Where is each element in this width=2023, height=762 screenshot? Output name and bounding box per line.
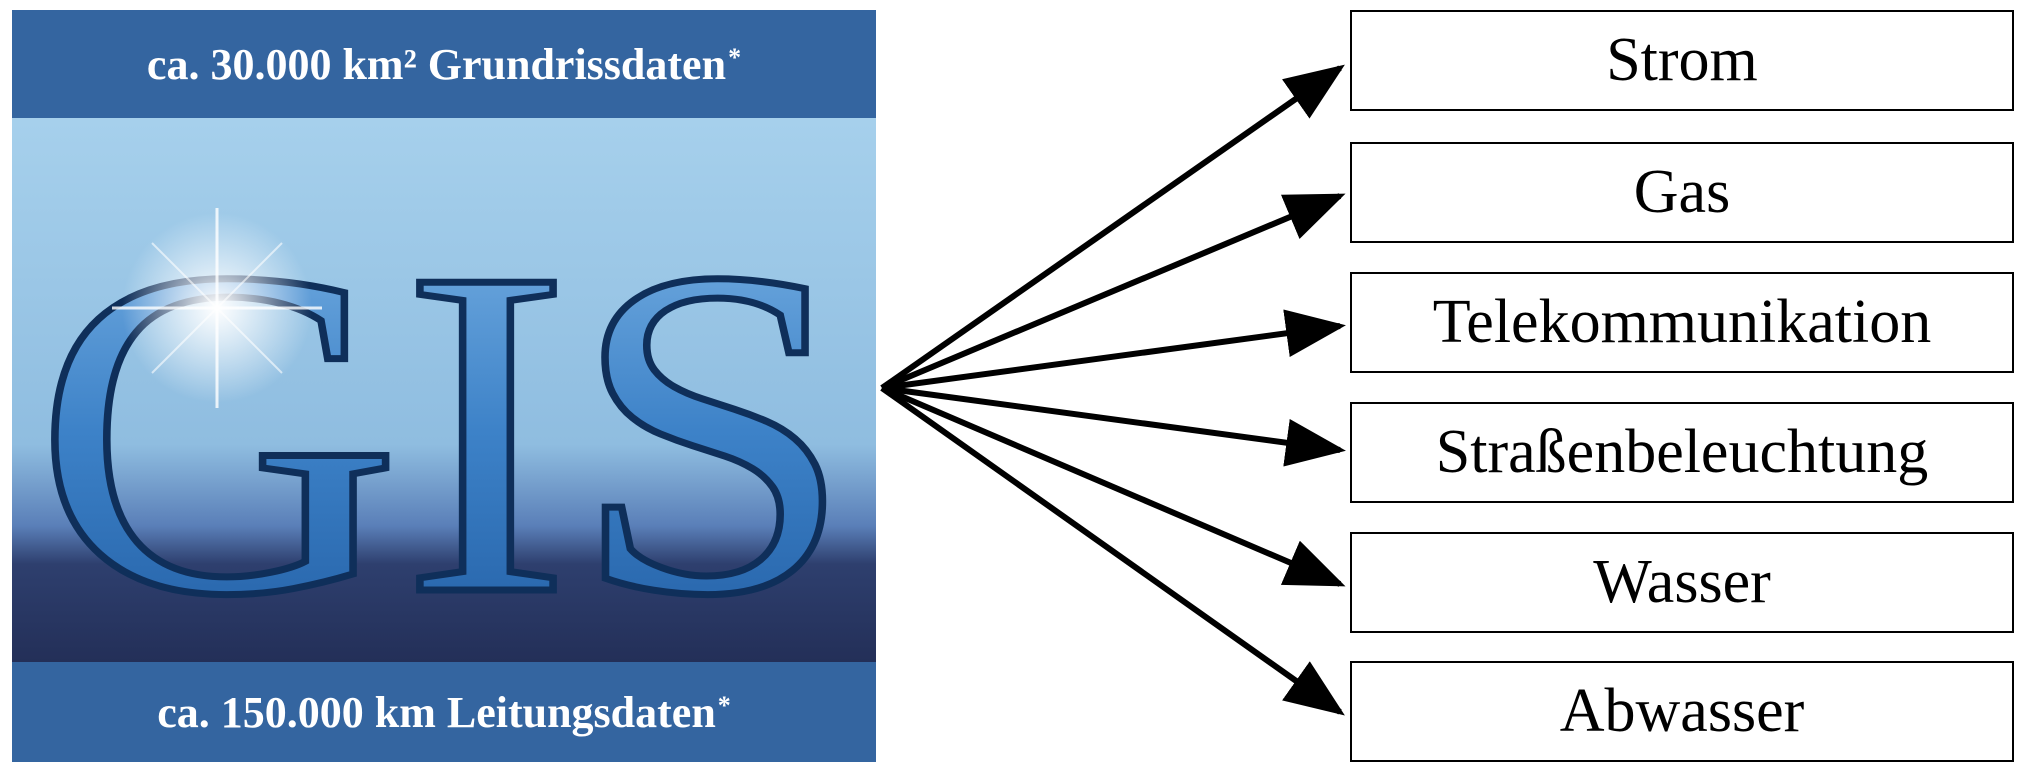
arrow-to-strassenbeleuchtung [881, 385, 1346, 467]
target-box-strom: Strom [1350, 10, 2014, 111]
arrow-to-telekommunikation [881, 309, 1346, 391]
arrow-to-strom [880, 64, 1345, 391]
arrow-to-abwasser [880, 385, 1345, 716]
top-banner-footnote-marker: * [728, 43, 742, 72]
target-box-wasser: Wasser [1350, 532, 2014, 633]
target-box-strassenbeleuchtung: Straßenbeleuchtung [1350, 402, 2014, 503]
arrow-to-gas [880, 193, 1346, 391]
target-label-abwasser: Abwasser [1559, 677, 1805, 745]
bottom-banner-text: ca. 150.000 km Leitungsdaten [157, 687, 716, 737]
target-box-telekommunikation: Telekommunikation [1350, 272, 2014, 373]
arrow-to-wasser [880, 385, 1346, 587]
target-label-wasser: Wasser [1593, 548, 1771, 616]
bottom-banner-footnote-marker: * [717, 691, 731, 720]
top-banner: ca. 30.000 km² Grundrissdaten* [12, 10, 876, 118]
gis-logo-image: GIS [12, 118, 876, 662]
target-label-strom: Strom [1606, 26, 1758, 94]
gis-panel: ca. 30.000 km² Grundrissdaten* GI [12, 10, 876, 762]
target-label-gas: Gas [1633, 158, 1731, 226]
target-label-telekommunikation: Telekommunikation [1432, 288, 1932, 356]
target-box-gas: Gas [1350, 142, 2014, 243]
bottom-banner: ca. 150.000 km Leitungsdaten* [12, 662, 876, 762]
target-box-abwasser: Abwasser [1350, 661, 2014, 762]
target-label-strassenbeleuchtung: Straßenbeleuchtung [1435, 418, 1929, 486]
top-banner-text: ca. 30.000 km² Grundrissdaten [146, 39, 727, 89]
